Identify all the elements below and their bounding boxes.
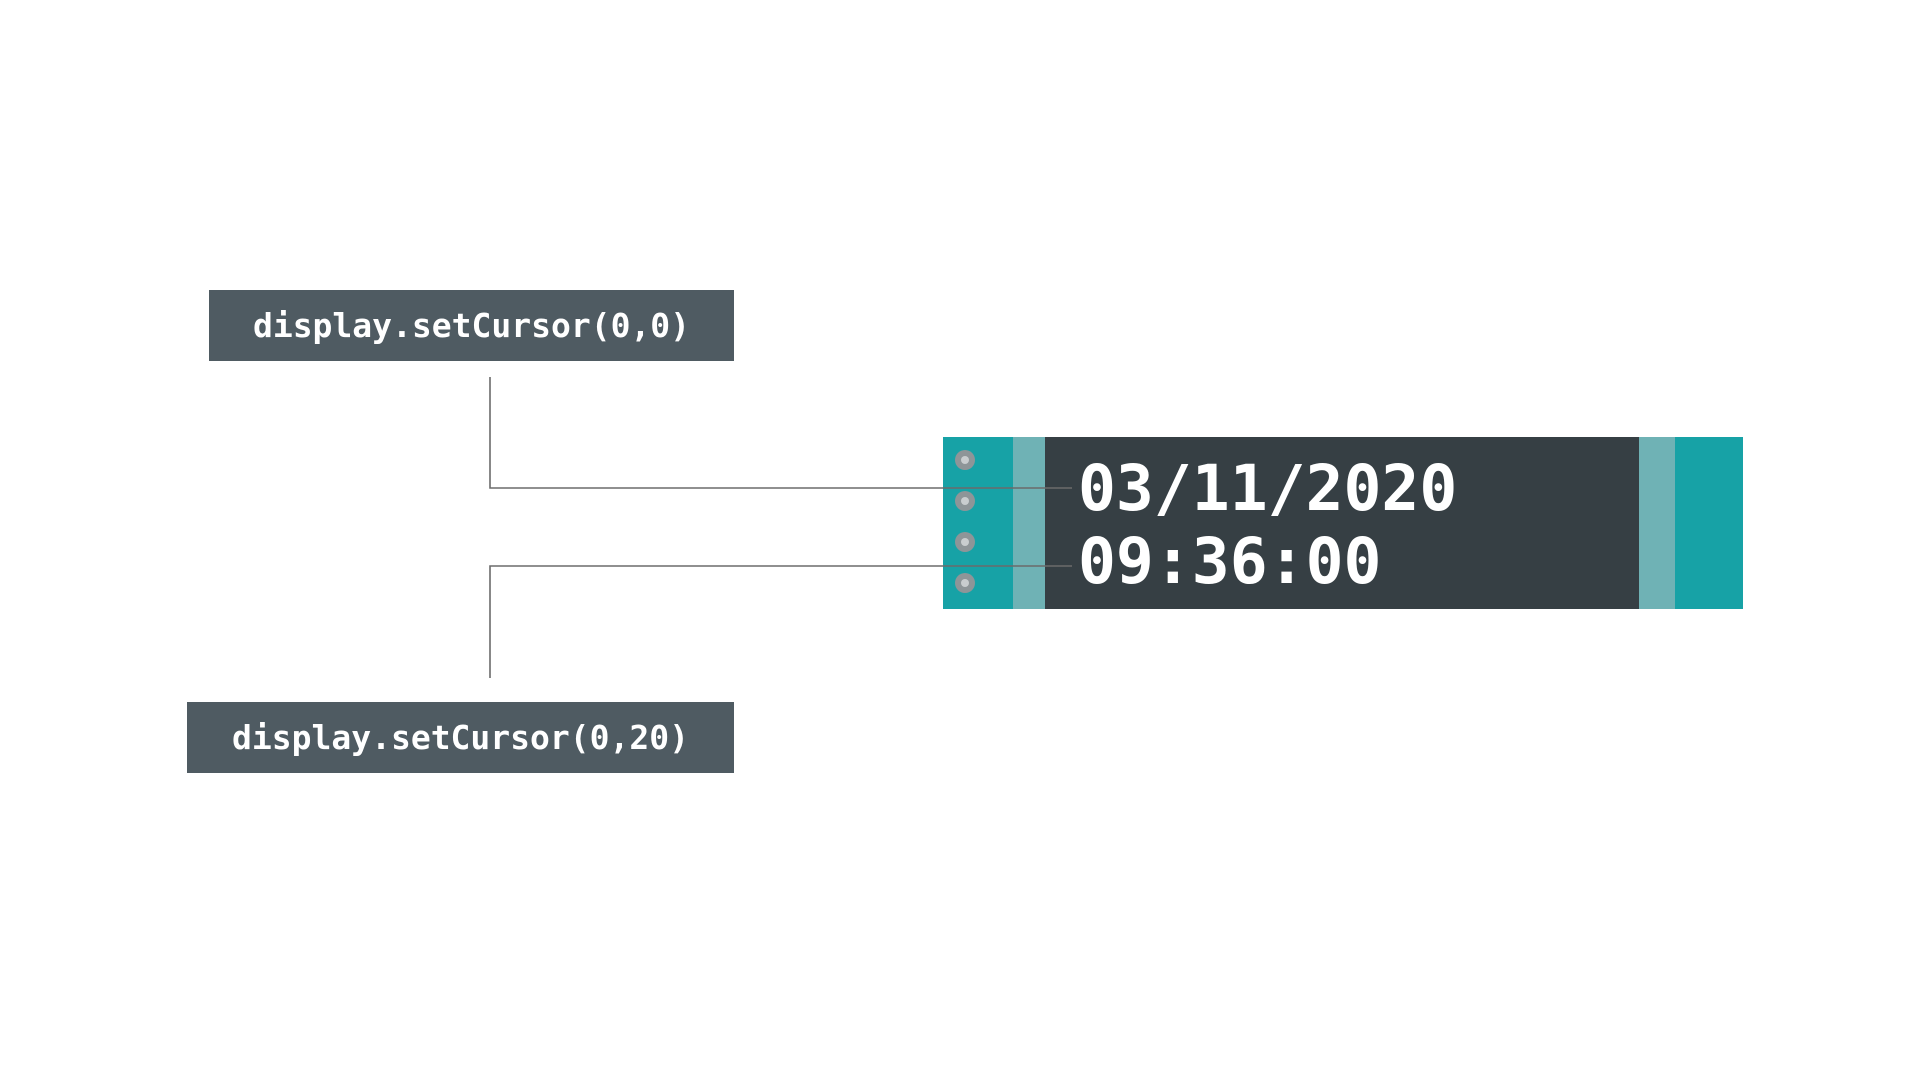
pin-icon xyxy=(955,532,975,552)
set-cursor-top-label: display.setCursor(0,0) xyxy=(209,290,734,361)
display-bezel-right xyxy=(1639,437,1675,609)
display-bezel-left xyxy=(1013,437,1045,609)
oled-display-module: 03/11/2020 09:36:00 xyxy=(943,437,1743,609)
set-cursor-bottom-label: display.setCursor(0,20) xyxy=(187,702,734,773)
display-date-line: 03/11/2020 xyxy=(1078,452,1458,525)
pin-icon xyxy=(955,573,975,593)
display-time-line: 09:36:00 xyxy=(1078,525,1382,598)
display-screen: 03/11/2020 09:36:00 xyxy=(1045,437,1639,609)
pin-icon xyxy=(955,450,975,470)
pin-icon xyxy=(955,491,975,511)
